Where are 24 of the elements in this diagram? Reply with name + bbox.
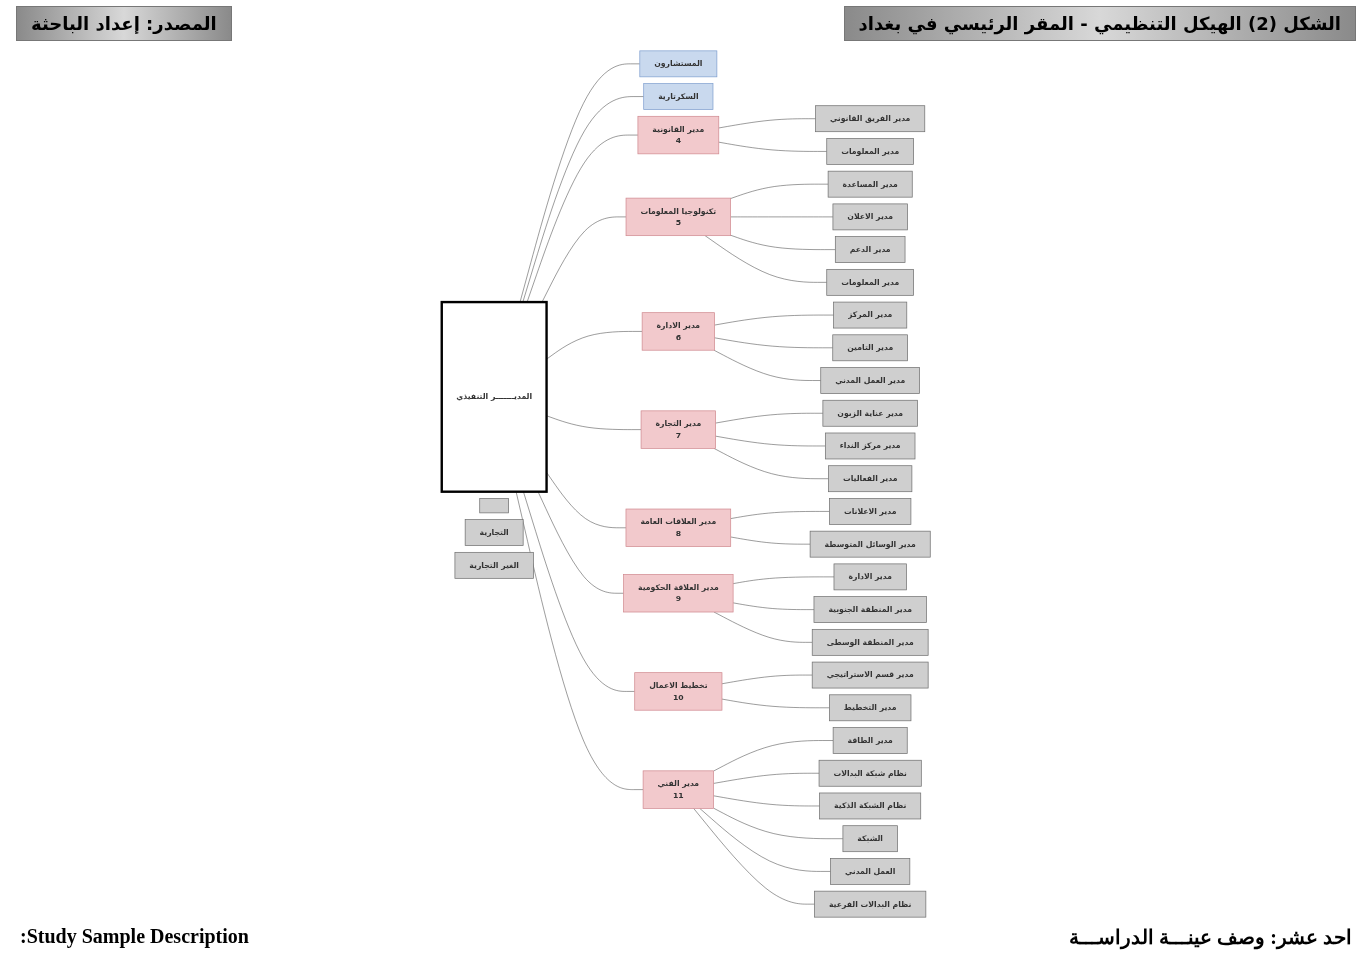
connector (693, 808, 815, 905)
connector (515, 491, 644, 790)
connector (713, 448, 829, 479)
connector (546, 331, 643, 360)
connector (714, 314, 834, 326)
section-heading: :Study Sample Description (20, 925, 249, 949)
connector (541, 216, 627, 303)
connector (537, 491, 624, 594)
connector (546, 415, 642, 430)
figure-title: الشكل (2) الهيكل التنظيمي - المقر الرئيسي في بغداد (843, 6, 1356, 41)
connector (721, 698, 830, 709)
node-box (479, 498, 509, 514)
connector (522, 96, 644, 303)
connector (713, 795, 820, 807)
connector (730, 511, 830, 519)
connector (699, 808, 831, 872)
source-caption: المصدر: إعداد الباحثة (16, 6, 232, 41)
section-heading: احد عشر: وصف عينـــة الدراســـة (1069, 925, 1352, 949)
connector (718, 118, 816, 129)
connector (523, 491, 635, 692)
connector (713, 349, 821, 381)
connector (526, 134, 639, 303)
connector (519, 63, 641, 303)
connector (546, 472, 627, 529)
